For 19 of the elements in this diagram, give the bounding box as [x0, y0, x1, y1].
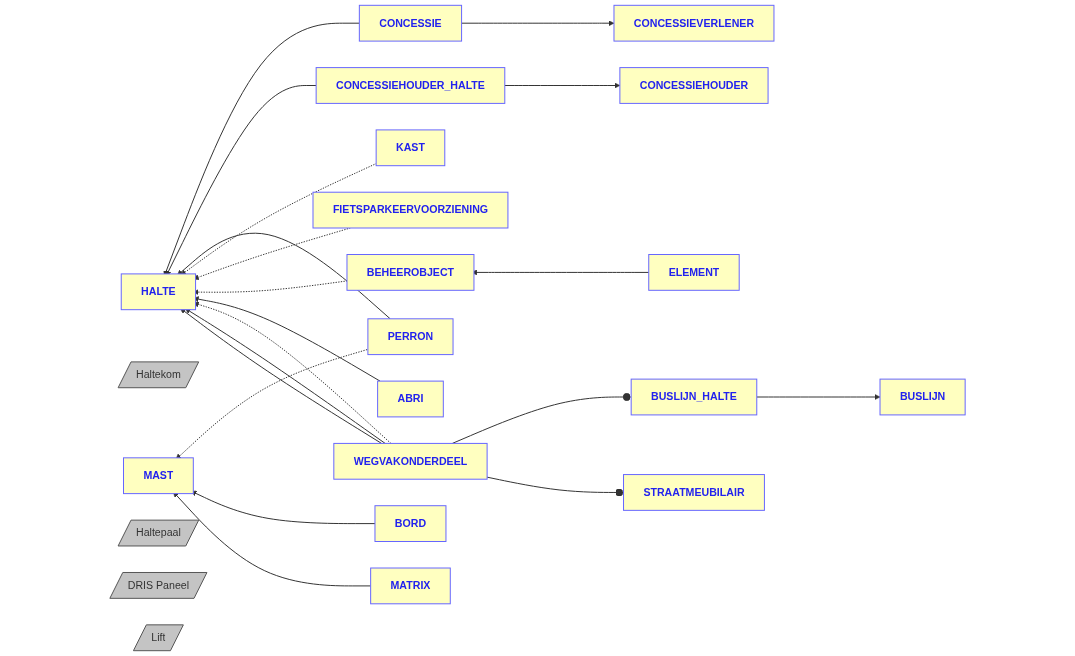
node-box: CONCESSIE [358, 4, 463, 42]
node-box: BUSLIJN_HALTE [630, 378, 758, 416]
node-box: KAST [375, 129, 446, 167]
node-box: BEHEEROBJECT [346, 254, 475, 291]
node-box: WEGVAKONDERDEEL [333, 442, 488, 480]
node-box: PERRON [367, 318, 454, 356]
node-box: CONCESSIEHOUDER [619, 67, 769, 104]
node-box: MAST [123, 457, 194, 495]
connector [486, 476, 624, 497]
node-box: FIETSPARKEERVOORZIENING [312, 191, 509, 229]
node-box: ELEMENT [648, 254, 740, 291]
node-box: CONCESSIEHOUDER_HALTE [315, 67, 506, 104]
node-box: HALTE [120, 273, 197, 311]
node-box: BORD [374, 505, 447, 542]
node-box: CONCESSIEVERLENER [613, 4, 775, 42]
node-box: MATRIX [370, 567, 451, 605]
node-box: STRAATMEUBILAIR [623, 474, 765, 511]
node-box: BUSLIJN [879, 378, 966, 416]
node-box: ABRI [377, 380, 444, 418]
